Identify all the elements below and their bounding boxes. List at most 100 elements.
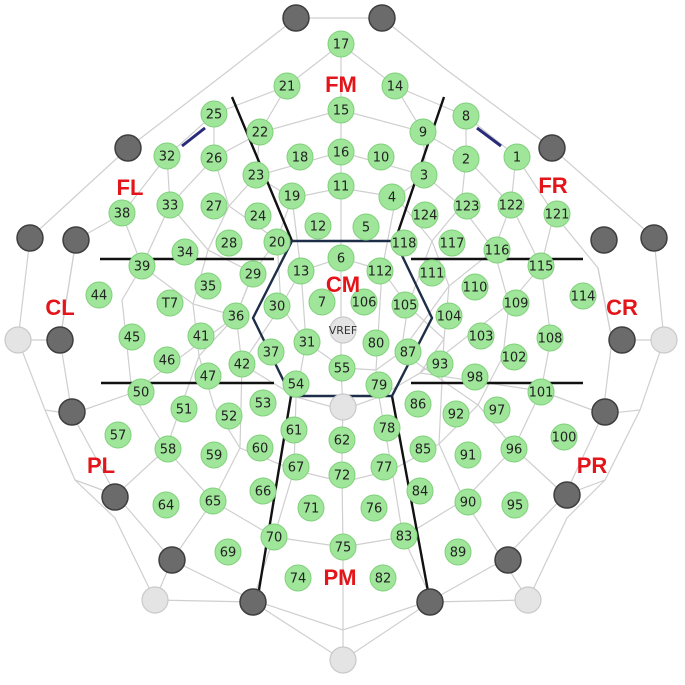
electrode-65: 65 xyxy=(199,487,227,515)
electrode-label: 87 xyxy=(400,346,417,361)
electrode-circle xyxy=(260,523,288,551)
electrode-label: 8 xyxy=(462,110,470,125)
electrode-circle xyxy=(390,522,418,550)
electrode-circle xyxy=(200,100,228,128)
electrode-13: 13 xyxy=(287,257,315,285)
electrode-circle xyxy=(108,199,136,227)
electrode-circle xyxy=(329,533,357,561)
electrode-circle xyxy=(280,416,308,444)
electrode-89: 89 xyxy=(444,538,472,566)
electrode-label: 21 xyxy=(279,80,296,95)
electrode-6: 6 xyxy=(327,244,355,272)
electrode-circle xyxy=(118,323,146,351)
electrode-51: 51 xyxy=(170,395,198,423)
electrode-2: 2 xyxy=(452,145,480,173)
electrode-label: 50 xyxy=(133,386,150,401)
electrode-label: 3 xyxy=(420,169,428,184)
electrode-60: 60 xyxy=(246,434,274,462)
electrode-circle xyxy=(500,435,528,463)
electrode-label: 91 xyxy=(460,449,477,464)
vref-circle xyxy=(329,316,357,344)
electrode-circle xyxy=(228,350,256,378)
electrode-circle xyxy=(452,145,480,173)
outer-electrode xyxy=(416,588,444,616)
electrode-84: 84 xyxy=(406,477,434,505)
outer-electrode xyxy=(16,224,44,252)
electrode-31: 31 xyxy=(293,328,321,356)
electrode-circle xyxy=(239,260,267,288)
pair-connectors xyxy=(181,126,502,148)
electrode-label: 35 xyxy=(200,280,217,295)
electrode-111: 111 xyxy=(418,259,446,287)
electrode-19: 19 xyxy=(278,182,306,210)
electrode-label: 78 xyxy=(379,422,396,437)
electrode-circle xyxy=(286,143,314,171)
electrode-label: 77 xyxy=(376,461,393,476)
electrode-label: 22 xyxy=(252,126,269,141)
electrode-95: 95 xyxy=(501,491,529,519)
electrode-circle xyxy=(127,378,155,406)
electrode-circle xyxy=(527,378,555,406)
electrode-label: 13 xyxy=(293,265,310,280)
electrode-53: 53 xyxy=(249,389,277,417)
electrode-label: T7 xyxy=(161,297,178,312)
electrode-92: 92 xyxy=(442,400,470,428)
electrode-circle xyxy=(378,183,406,211)
electrode-label: 95 xyxy=(507,499,524,514)
electrode-circle xyxy=(404,390,432,418)
electrode-label: 36 xyxy=(228,310,245,325)
outer-electrode xyxy=(590,226,618,254)
electrode-109: 109 xyxy=(502,289,530,317)
electrode-label: 64 xyxy=(158,499,175,514)
electrode-circle xyxy=(442,400,470,428)
electrode-23: 23 xyxy=(242,161,270,189)
electrode-label: 37 xyxy=(263,346,280,361)
electrode-circle xyxy=(257,338,285,366)
electrode-80: 80 xyxy=(362,329,390,357)
electrode-124: 124 xyxy=(411,201,439,229)
electrode-3: 3 xyxy=(410,161,438,189)
electrode-label: 62 xyxy=(334,434,351,449)
electrode-18: 18 xyxy=(286,143,314,171)
mesh-ring-6 xyxy=(280,257,409,371)
electrode-circle xyxy=(411,201,439,229)
electrode-69: 69 xyxy=(214,538,242,566)
electrode-label: 93 xyxy=(432,358,449,373)
electrode-circle xyxy=(365,371,393,399)
electrode-circle xyxy=(194,272,222,300)
reference-electrode xyxy=(329,393,357,421)
electrode-90: 90 xyxy=(454,488,482,516)
electrode-circle xyxy=(200,144,228,172)
outer-electrode xyxy=(494,546,522,574)
numbered-electrodes: 1234567891011121314151617181920212223242… xyxy=(85,30,597,592)
electrode-circle xyxy=(502,289,530,317)
electrode-label: 38 xyxy=(114,207,131,222)
region-label-cm: CM xyxy=(326,272,360,297)
electrode-5: 5 xyxy=(352,213,380,241)
electrode-108: 108 xyxy=(536,324,564,352)
electrode-label: 71 xyxy=(303,502,320,517)
electrode-circle xyxy=(452,102,480,130)
electrode-label: 42 xyxy=(234,358,251,373)
electrode-label: 28 xyxy=(221,237,238,252)
electrode-79: 79 xyxy=(365,371,393,399)
electrode-87: 87 xyxy=(394,338,422,366)
electrode-circle xyxy=(249,477,277,505)
electrode-label: 84 xyxy=(412,485,429,500)
electrode-label: 104 xyxy=(437,310,462,325)
electrode-50: 50 xyxy=(127,378,155,406)
electrode-47: 47 xyxy=(194,362,222,390)
electrode-86: 86 xyxy=(404,390,432,418)
region-label-fl: FL xyxy=(117,175,144,200)
electrode-circle xyxy=(483,396,511,424)
electrode-85: 85 xyxy=(409,435,437,463)
electrode-22: 22 xyxy=(246,118,274,146)
electrode-circle xyxy=(350,288,378,316)
electrode-40: T7 xyxy=(156,289,184,317)
electrode-label: 114 xyxy=(571,290,596,305)
electrode-circle xyxy=(327,244,355,272)
electrode-label: 27 xyxy=(206,200,223,215)
electrode-27: 27 xyxy=(200,192,228,220)
electrode-45: 45 xyxy=(118,323,146,351)
electrode-74: 74 xyxy=(284,564,312,592)
